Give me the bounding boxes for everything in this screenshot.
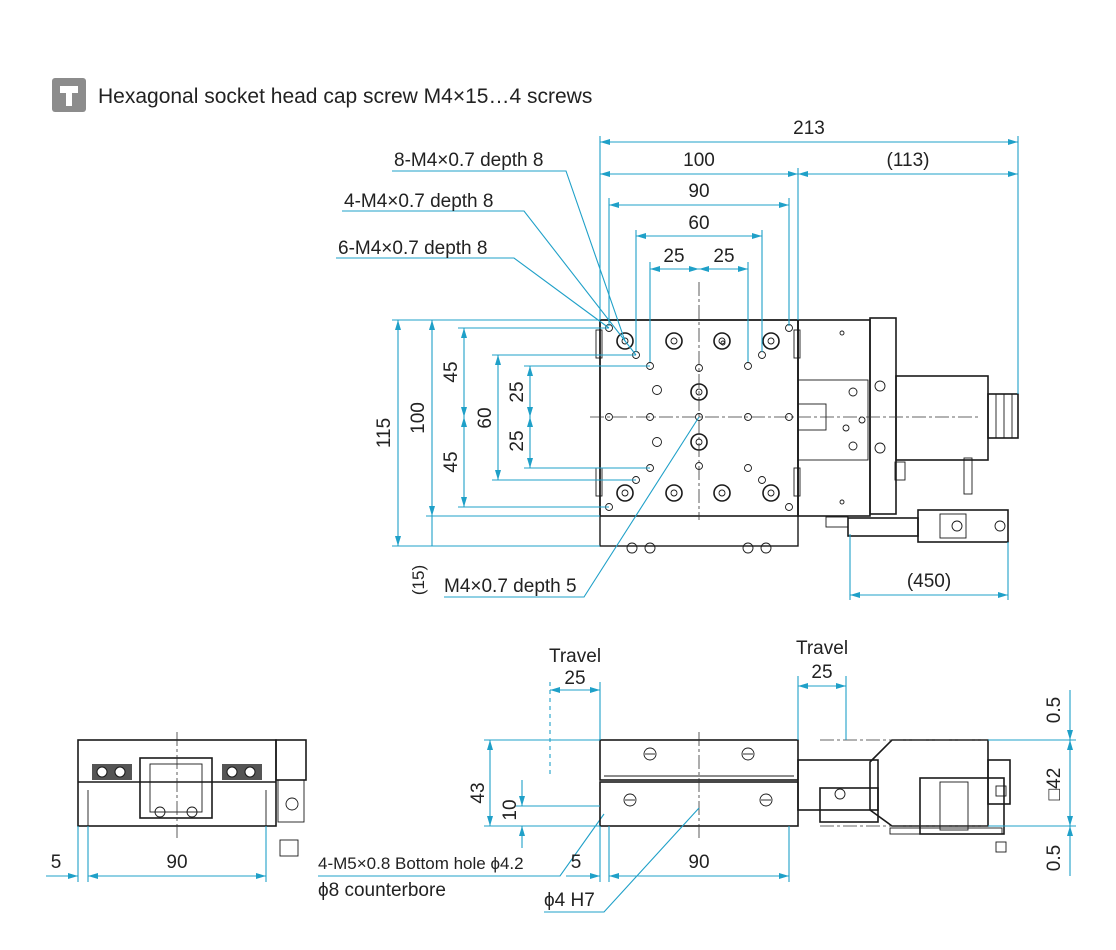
side-dim-5: 5 [571,852,582,873]
dim-115: 115 [374,418,395,448]
dim-100: 100 [683,150,715,171]
dim-25-right: 25 [713,246,734,267]
callout-8m4: 8-M4×0.7 depth 8 [394,150,543,171]
side-dim-43: 43 [468,782,489,803]
dim-60-v: 60 [475,407,496,428]
side-view [599,732,1011,853]
motor [895,375,989,461]
dim-25-upper: 25 [507,381,528,402]
side-dim-05-top: 0.5 [1044,697,1065,723]
side-dim-42: □42 [1044,768,1065,801]
travel-label-left: Travel [549,646,601,667]
mounting-holes [605,324,793,511]
travel-value-right: 25 [811,662,832,683]
dim-60: 60 [688,213,709,234]
end-dim-5: 5 [51,852,62,873]
top-view [590,282,1019,554]
end-view: 5 90 [46,732,307,882]
callout-pin: ϕ4 H7 [544,890,595,911]
callout-counterbore: ϕ8 counterbore [318,880,446,901]
top-view-dimensions: 213 100 (113) 90 60 25 25 8-M4×0.7 depth… [336,118,1019,600]
dim-100-v: 100 [408,402,429,434]
legend-text: Hexagonal socket head cap screw M4×15…4 … [98,85,592,108]
dim-25-lower: 25 [507,430,528,451]
side-view-dimensions: Travel 25 Travel 25 43 10 5 90 ϕ4 H7 [468,638,1076,913]
callout-bottom-hole: 4-M5×0.8 Bottom hole ϕ4.2 [318,854,524,873]
travel-value-left: 25 [564,668,585,689]
callout-4m4: 4-M4×0.7 depth 8 [344,191,493,212]
side-dim-90: 90 [688,852,709,873]
end-dim-90: 90 [166,852,187,873]
dim-45-upper: 45 [441,361,462,382]
dim-213: 213 [793,118,825,139]
dim-45-lower: 45 [441,451,462,472]
dim-113: (113) [887,150,930,171]
callout-6m4: 6-M4×0.7 depth 8 [338,238,487,259]
side-dim-05-bottom: 0.5 [1044,845,1065,871]
callout-center: M4×0.7 depth 5 [444,576,577,597]
screw-icon-glyph [60,86,78,106]
legend: Hexagonal socket head cap screw M4×15…4 … [52,78,592,112]
travel-label-right: Travel [796,638,848,659]
dim-90: 90 [688,181,709,202]
side-dim-10: 10 [500,799,521,820]
dim-15: (15) [409,565,428,595]
dim-450: (450) [907,571,951,592]
dim-25-left: 25 [663,246,684,267]
